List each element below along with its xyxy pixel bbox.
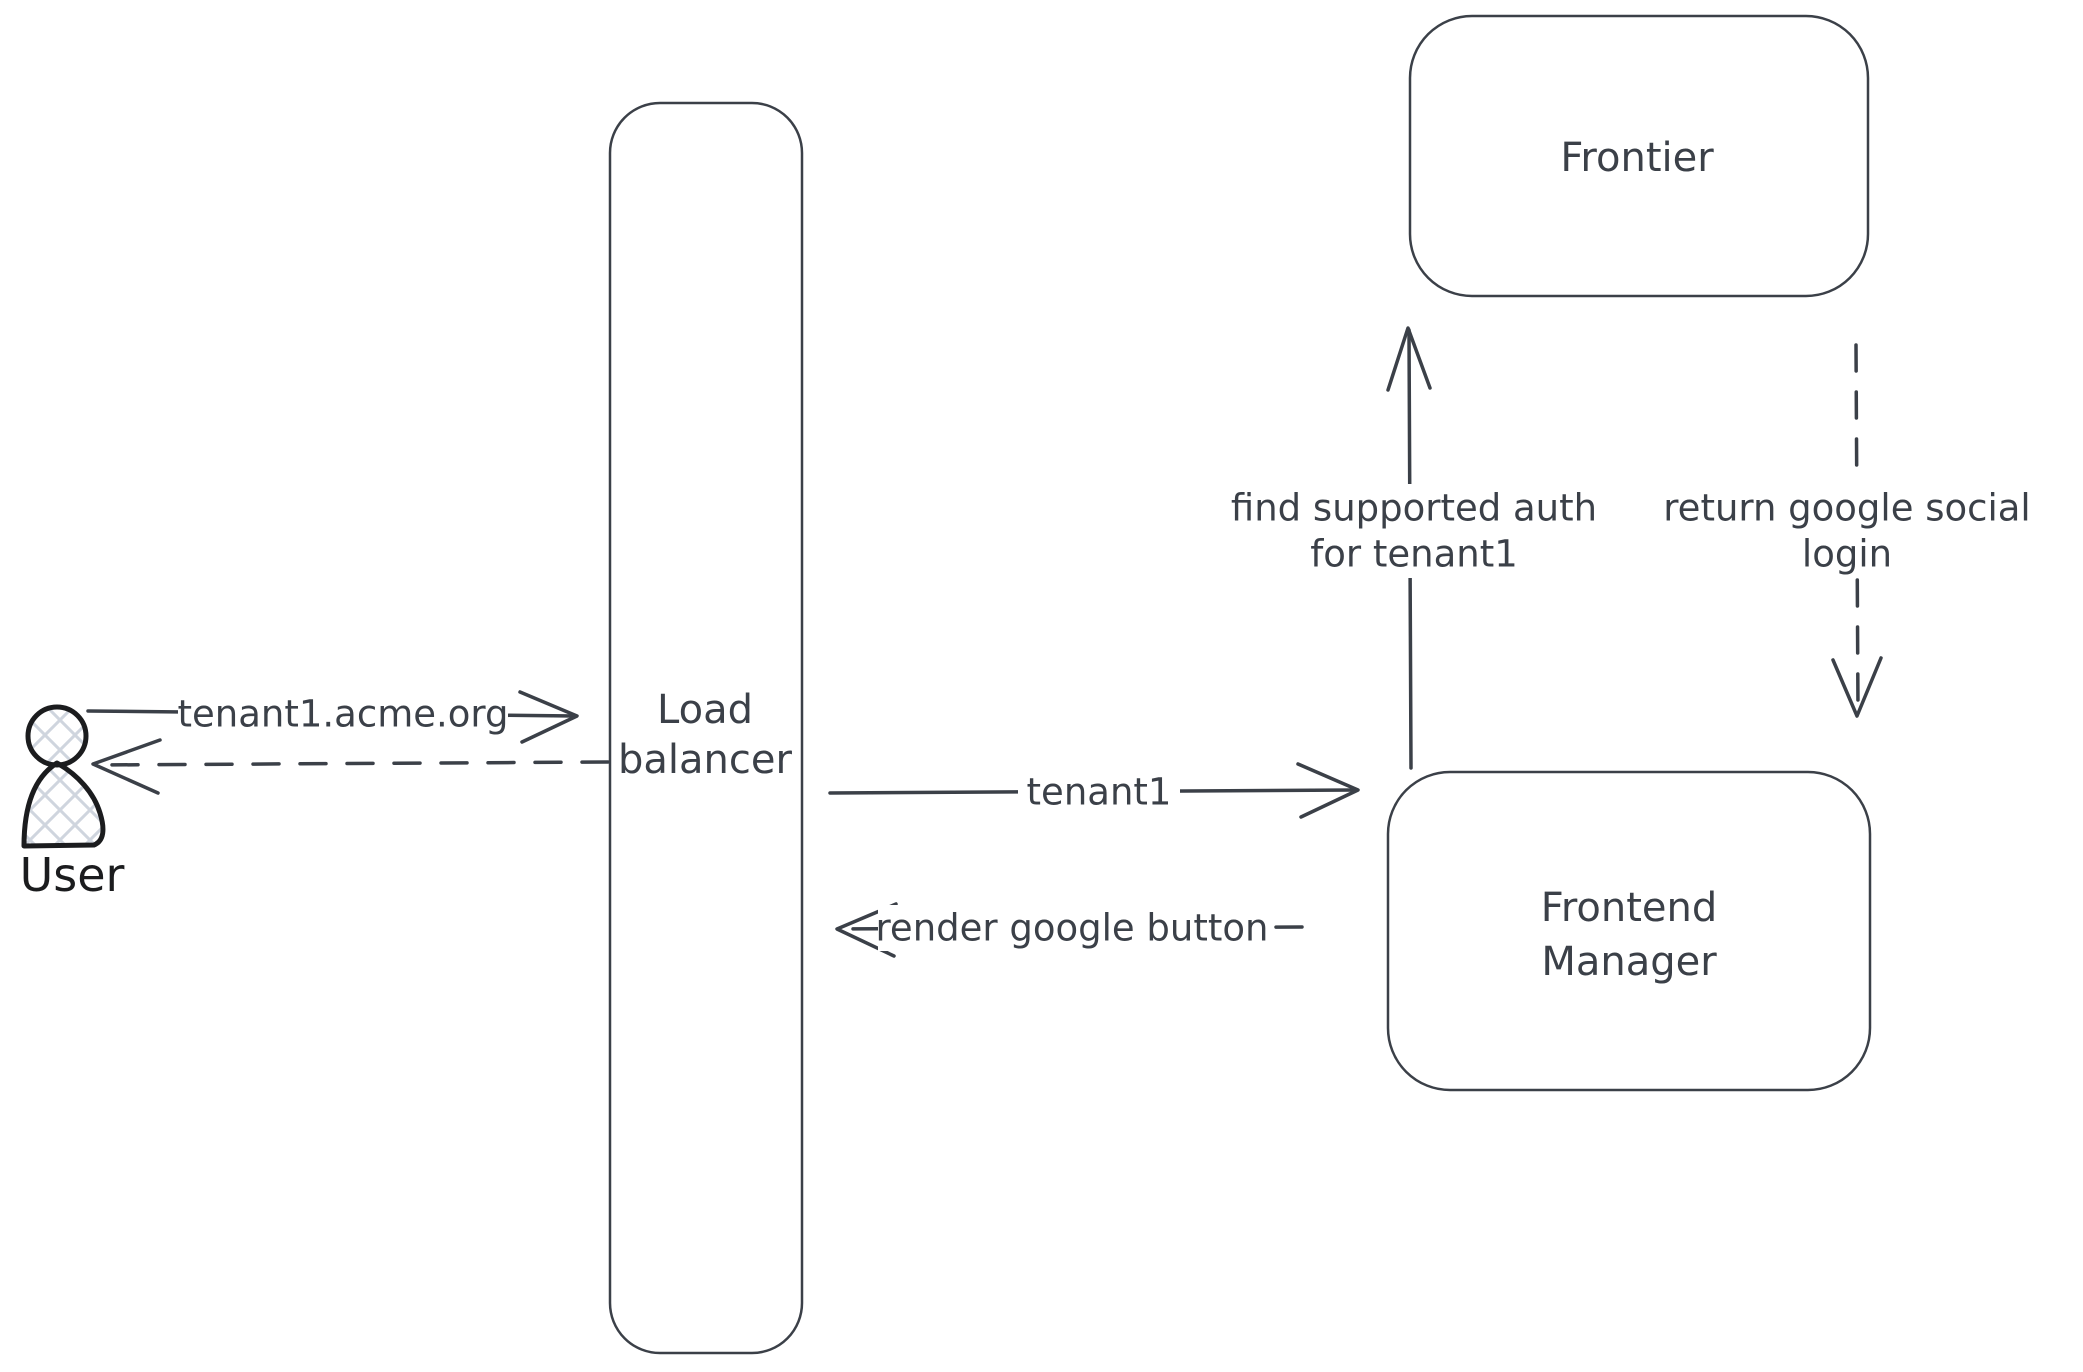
- frontend-manager-label-line1: Frontend: [1541, 885, 1718, 931]
- node-frontier: Frontier: [1408, 14, 1870, 298]
- frontend-manager-label-line2: Manager: [1541, 939, 1717, 985]
- frontier-box: [1408, 14, 1870, 298]
- label-backdrop: [1648, 484, 2046, 578]
- label-backdrop: [178, 690, 508, 736]
- arrow-left-icon: [91, 738, 162, 795]
- edge-response: [91, 738, 610, 795]
- arrow-left-icon: [835, 902, 898, 958]
- edge-route-tenant1: tenant1: [828, 762, 1360, 819]
- edge-render-google-button: render google button: [833, 902, 1304, 958]
- user-icon: [25, 704, 89, 768]
- frontier-label: Frontier: [1560, 135, 1714, 181]
- node-frontend-manager: Frontend Manager: [1386, 770, 1872, 1092]
- user-label: User: [20, 848, 125, 902]
- edge-return-google-social-login-label-line2: login: [1802, 533, 1892, 576]
- edge-return-google-social-login: return google social login: [1648, 343, 2046, 718]
- load-balancer-box: [608, 101, 804, 1355]
- label-backdrop: [878, 905, 1266, 951]
- user-icon-body: [21, 760, 106, 849]
- load-balancer-label-line1: Load: [657, 687, 753, 733]
- edge-find-supported-auth-label-line2: for tenant1: [1310, 533, 1518, 576]
- edge-return-google-social-login-line: [1854, 343, 1860, 712]
- edge-request-label: tenant1.acme.org: [178, 693, 509, 736]
- edge-find-supported-auth: find supported auth for tenant1: [1213, 326, 1615, 770]
- arrow-right-icon: [518, 690, 579, 744]
- edge-route-tenant1-label: tenant1: [1027, 771, 1172, 814]
- load-balancer-label-line2: balancer: [618, 737, 792, 783]
- edge-return-google-social-login-label-line1: return google social: [1663, 487, 2030, 530]
- arrow-down-icon: [1831, 656, 1883, 718]
- label-backdrop: [1018, 769, 1180, 815]
- edge-response-line: [93, 760, 610, 767]
- arrow-up-icon: [1386, 326, 1432, 392]
- node-load-balancer: Load balancer: [608, 101, 804, 1355]
- node-user: User: [20, 704, 125, 902]
- edge-find-supported-auth-label-line1: find supported auth: [1231, 487, 1597, 530]
- edge-request: tenant1.acme.org: [86, 690, 579, 744]
- edge-render-google-button-label: render google button: [876, 907, 1269, 950]
- arrow-right-icon: [1296, 762, 1360, 819]
- label-backdrop: [1213, 484, 1615, 578]
- frontend-manager-box: [1386, 770, 1872, 1092]
